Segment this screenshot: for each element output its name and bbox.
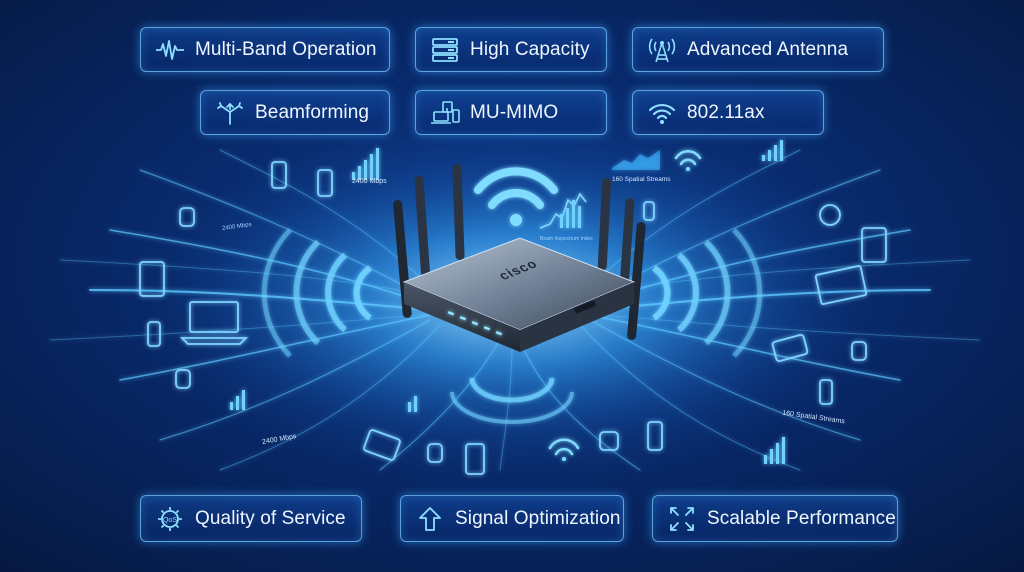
feature-multi-band-operation: Multi-Band Operation <box>140 27 390 72</box>
qos-gear-icon: QoS <box>155 506 185 532</box>
feature-label: Multi-Band Operation <box>195 38 377 60</box>
watch-icon <box>599 431 619 451</box>
phone-icon <box>147 321 161 347</box>
phone-icon <box>819 379 833 405</box>
tablet-icon <box>861 227 887 263</box>
waveform-icon <box>155 37 185 63</box>
multi-device-icon <box>430 100 460 126</box>
up-arrow-icon <box>415 506 445 532</box>
watch-icon <box>427 443 443 463</box>
expand-arrows-icon <box>667 506 697 532</box>
watch-icon <box>179 207 195 227</box>
laptop-icon <box>814 265 868 305</box>
feature-label: Advanced Antenna <box>687 38 849 60</box>
feature-scalable-performance: Scalable Performance <box>652 495 898 542</box>
feature-label: MU-MIMO <box>470 101 559 123</box>
wave-arcs-bottom <box>450 377 574 424</box>
speed-annotation-top: 2400 Mbps <box>352 178 387 185</box>
device-icons-left <box>139 161 485 475</box>
phone-icon <box>647 421 663 451</box>
watch-icon <box>851 341 867 361</box>
router-device <box>402 237 636 352</box>
streams-annotation-top: 160 Spatial Streams <box>612 176 671 183</box>
feature-quality-of-service: QoS Quality of Service <box>140 495 362 542</box>
feature-high-capacity: High Capacity <box>415 27 607 72</box>
beam-annotation: Beam Inspectrum Index <box>540 236 593 242</box>
antenna-tower-icon <box>647 37 677 63</box>
feature-advanced-antenna: Advanced Antenna <box>632 27 884 72</box>
phone-icon <box>465 443 485 475</box>
feature-signal-optimization: Signal Optimization <box>400 495 624 542</box>
signal-bars <box>230 140 785 464</box>
feature-mu-mimo: MU-MIMO <box>415 90 607 135</box>
laptop-icon <box>189 301 239 333</box>
feature-802-11ax: 802.11ax <box>632 90 824 135</box>
feature-label: 802.11ax <box>687 101 765 123</box>
tablet-icon <box>139 261 165 297</box>
svg-text:QoS: QoS <box>163 517 177 524</box>
wifi-symbol-large <box>474 167 558 226</box>
phone-icon <box>317 169 333 197</box>
wave-arcs-left <box>261 228 372 358</box>
feature-label: High Capacity <box>470 38 590 60</box>
feature-label: Signal Optimization <box>455 507 621 529</box>
feature-label: Beamforming <box>255 101 370 123</box>
feature-label: Quality of Service <box>195 507 346 529</box>
device-icons-right <box>599 201 887 451</box>
wifi-symbol-small <box>548 149 702 461</box>
wave-arcs-right <box>652 228 763 358</box>
tablet-icon <box>363 429 401 461</box>
wifi-icon <box>647 100 677 126</box>
watch-icon <box>175 369 191 389</box>
mini-chart <box>539 150 660 229</box>
server-stack-icon <box>430 37 460 63</box>
phone-icon <box>271 161 287 189</box>
phone-icon <box>643 201 655 221</box>
beam-arrows-icon <box>215 100 245 126</box>
feature-label: Scalable Performance <box>707 507 896 529</box>
watch-icon <box>819 204 841 226</box>
feature-beamforming: Beamforming <box>200 90 390 135</box>
tablet-icon <box>771 333 809 363</box>
